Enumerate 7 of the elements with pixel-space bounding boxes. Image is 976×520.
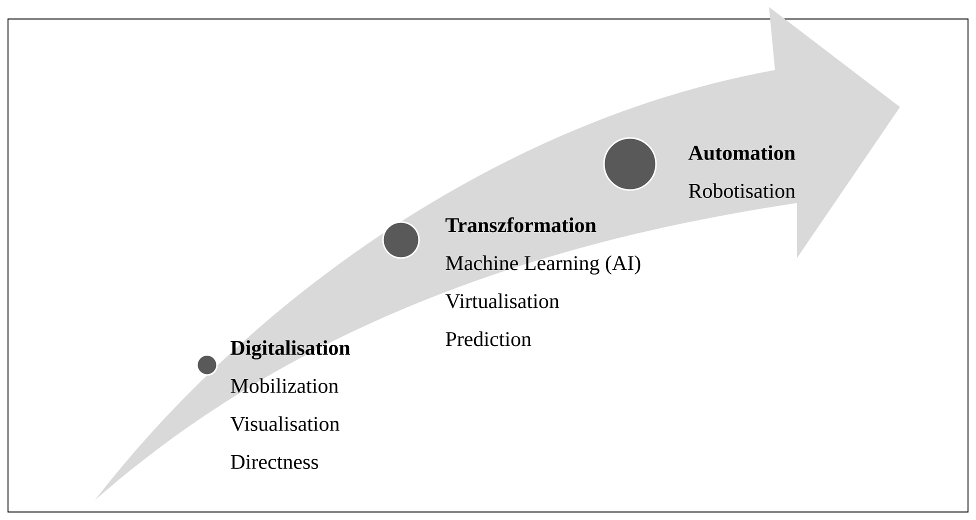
stage-text: Transzformation Machine Learning (AI) Virtualisation Prediction <box>445 217 640 346</box>
stage-text: Automation Robotisation <box>688 145 796 198</box>
node-label: Virtualisation <box>445 293 560 308</box>
node-label: Transzformation <box>446 217 596 232</box>
stage-text: Digitalisation Mobilization Visualisation Directness <box>230 340 350 469</box>
node-label: Prediction <box>446 331 532 346</box>
node-label: Machine Learning (AI) <box>446 255 640 275</box>
